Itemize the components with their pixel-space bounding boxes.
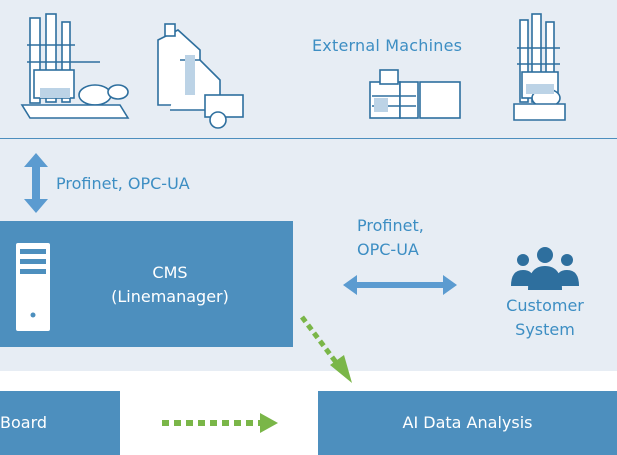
board-box: Board <box>0 391 120 455</box>
press-machine-icon <box>513 13 566 121</box>
profinet-right-line1: Profinet, <box>357 216 424 235</box>
bidirectional-horizontal-arrow-icon <box>343 275 457 295</box>
ai-data-analysis-label: AI Data Analysis <box>402 413 533 432</box>
production-line-icon <box>369 69 461 119</box>
customer-system-label: Customer System <box>490 294 600 342</box>
server-icon <box>16 243 50 331</box>
dashed-diagonal-arrow-icon <box>300 315 352 383</box>
cms-title: CMS <box>152 263 188 282</box>
profinet-right-line2: OPC-UA <box>357 240 419 259</box>
cms-linemanager-box: CMS (Linemanager) <box>0 221 293 347</box>
profinet-opcua-label: Profinet, OPC-UA <box>56 174 190 193</box>
section-divider <box>0 138 617 139</box>
press-machine-icon <box>20 13 130 119</box>
dashed-horizontal-arrow-icon <box>162 413 278 433</box>
machines-illustration <box>20 13 566 129</box>
cnc-machine-icon <box>157 23 244 129</box>
bidirectional-vertical-arrow-icon <box>24 153 48 213</box>
cms-subtitle: (Linemanager) <box>111 287 229 306</box>
board-label: Board <box>0 413 48 432</box>
profinet-opcua-right-label: Profinet, OPC-UA <box>357 214 424 262</box>
customer-line1: Customer <box>506 296 584 315</box>
people-group-icon <box>511 247 579 290</box>
cms-label: CMS (Linemanager) <box>95 261 245 309</box>
external-machines-label: External Machines <box>312 36 463 55</box>
ai-data-analysis-box: AI Data Analysis <box>318 391 617 455</box>
customer-line2: System <box>515 320 575 339</box>
